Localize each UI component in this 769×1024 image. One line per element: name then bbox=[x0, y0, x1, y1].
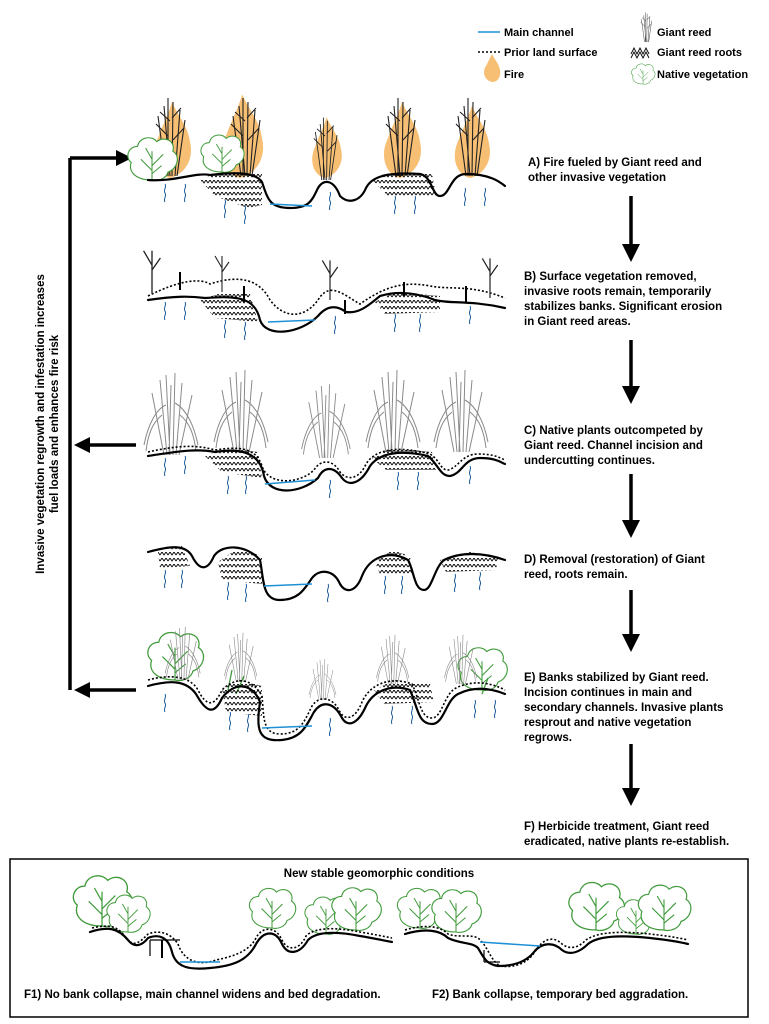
ground-surface bbox=[146, 681, 507, 742]
stage-d-cross-section bbox=[146, 546, 507, 603]
stable-conditions-box: New stable geomorphic conditions F1) No … bbox=[9, 858, 749, 1018]
stage-e-line-1: E) Banks stabilized by Giant reed. bbox=[524, 672, 709, 684]
stage-c-cross-section bbox=[143, 369, 507, 499]
stage-b-line-1: B) Surface vegetation removed, bbox=[524, 271, 697, 283]
giant-reed-roots bbox=[375, 550, 412, 574]
giant-reed-icon bbox=[308, 658, 337, 701]
giant-reed-icon bbox=[376, 634, 410, 685]
stage-arrows bbox=[622, 196, 640, 806]
giant-reed-roots bbox=[372, 448, 436, 470]
stage-c-line-2: Giant reed. Channel incision and bbox=[524, 440, 703, 452]
stage-f-caption: F) Herbicide treatment, Giant reed eradi… bbox=[524, 821, 729, 848]
stage-b-line-4: in Giant reed areas. bbox=[524, 316, 631, 328]
main-channel bbox=[479, 941, 541, 947]
stage-e-line-5: regrows. bbox=[524, 732, 572, 744]
stage-e-line-3: secondary channels. Invasive plants bbox=[524, 702, 723, 714]
stage-d-line-1: D) Removal (restoration) of Giant bbox=[524, 554, 705, 566]
stage-d-line-2: reed, roots remain. bbox=[524, 569, 628, 581]
native-vegetation-icon bbox=[147, 631, 205, 682]
main-channel bbox=[261, 725, 313, 729]
giant-reed-icon bbox=[301, 383, 351, 459]
stage-f-line-2: eradicated, native plants re-establish. bbox=[524, 836, 729, 848]
side-label: Invasive vegetation regrowth and infesta… bbox=[35, 274, 61, 574]
box-title: New stable geomorphic conditions bbox=[284, 868, 474, 880]
prior-land-surface bbox=[91, 925, 393, 964]
main-channel bbox=[267, 319, 316, 323]
feedback-loop-arrow bbox=[68, 150, 136, 698]
f1-cross-section bbox=[72, 875, 394, 970]
giant-reed-icon bbox=[143, 372, 199, 456]
stage-c-line-1: C) Native plants outcompeted by bbox=[524, 425, 704, 437]
giant-reed-icon bbox=[213, 369, 269, 453]
legend-giant-reed: Giant reed bbox=[657, 27, 711, 39]
prior-land-surface bbox=[147, 676, 506, 735]
ground-surface bbox=[88, 927, 394, 970]
stage-a-caption: A) Fire fueled by Giant reed and other i… bbox=[528, 157, 702, 184]
stage-e-caption: E) Banks stabilized by Giant reed. Incis… bbox=[524, 672, 723, 744]
stage-e-line-4: resprout and native vegetation bbox=[524, 717, 691, 729]
stage-f-line-1: F) Herbicide treatment, Giant reed bbox=[524, 821, 709, 833]
legend: Main channel Prior land surface Fire Gia… bbox=[478, 12, 748, 85]
stage-a-line-1: A) Fire fueled by Giant reed and bbox=[528, 157, 702, 169]
stage-d-caption: D) Removal (restoration) of Giant reed, … bbox=[524, 554, 705, 581]
stage-e-cross-section bbox=[146, 626, 508, 742]
ground-surface bbox=[146, 172, 507, 210]
stage-b-caption: B) Surface vegetation removed, invasive … bbox=[524, 271, 722, 328]
giant-reed-icon bbox=[640, 12, 652, 43]
giant-reed-roots bbox=[218, 548, 262, 584]
giant-reed-roots bbox=[205, 448, 262, 478]
main-channel bbox=[264, 479, 316, 485]
ground-surface bbox=[146, 449, 507, 492]
native-vegetation-icon bbox=[631, 63, 656, 85]
giant-reed-roots bbox=[372, 174, 436, 196]
giant-reed-icon bbox=[365, 369, 421, 453]
stage-b-line-2: invasive roots remain, temporarily bbox=[524, 286, 712, 298]
giant-reed-icon bbox=[224, 632, 258, 683]
main-channel bbox=[263, 583, 313, 587]
stage-c-line-3: undercutting continues. bbox=[524, 455, 655, 467]
dead-reed-stump-icon bbox=[214, 255, 230, 293]
stage-b-cross-section bbox=[142, 250, 507, 341]
legend-giant-reed-roots: Giant reed roots bbox=[657, 47, 742, 59]
dead-reed-stump-icon bbox=[321, 259, 339, 301]
side-label-line-1: Invasive vegetation regrowth and infesta… bbox=[35, 274, 47, 574]
prior-land-surface bbox=[147, 278, 506, 315]
stage-a-cross-section bbox=[127, 94, 507, 225]
stage-b-line-3: stabilizes banks. Significant erosion bbox=[524, 301, 722, 313]
f1-caption: F1) No bank collapse, main channel widen… bbox=[24, 989, 381, 1001]
fire-icon bbox=[484, 54, 501, 82]
giant-reed-icon bbox=[433, 369, 489, 453]
stage-c-caption: C) Native plants outcompeted by Giant re… bbox=[524, 425, 704, 467]
f2-cross-section bbox=[396, 881, 692, 968]
giant-reed-roots bbox=[200, 174, 262, 208]
dead-reed-stump-icon bbox=[142, 250, 162, 295]
main-channel bbox=[269, 203, 313, 207]
ground-surface bbox=[146, 546, 507, 602]
prior-land-surface bbox=[147, 445, 506, 482]
legend-main-channel: Main channel bbox=[504, 27, 574, 39]
stage-e-line-2: Incision continues in main and bbox=[524, 687, 692, 699]
giant-reed-roots bbox=[374, 680, 434, 704]
legend-prior-land-surface: Prior land surface bbox=[504, 47, 598, 59]
legend-fire: Fire bbox=[504, 69, 524, 81]
side-label-line-2: fuel loads and enhances fire risk bbox=[49, 334, 61, 513]
ground-surface bbox=[146, 291, 507, 333]
giant-reed-roots-icon bbox=[630, 46, 650, 60]
legend-native-vegetation: Native vegetation bbox=[657, 69, 748, 81]
dead-reed-stump-icon bbox=[481, 257, 499, 299]
ground-surface bbox=[403, 929, 690, 968]
giant-reed-roots bbox=[158, 546, 190, 568]
giant-reed-roots bbox=[375, 292, 440, 314]
stage-a-line-2: other invasive vegetation bbox=[528, 172, 666, 184]
f2-caption: F2) Bank collapse, temporary bed aggrada… bbox=[432, 989, 688, 1001]
